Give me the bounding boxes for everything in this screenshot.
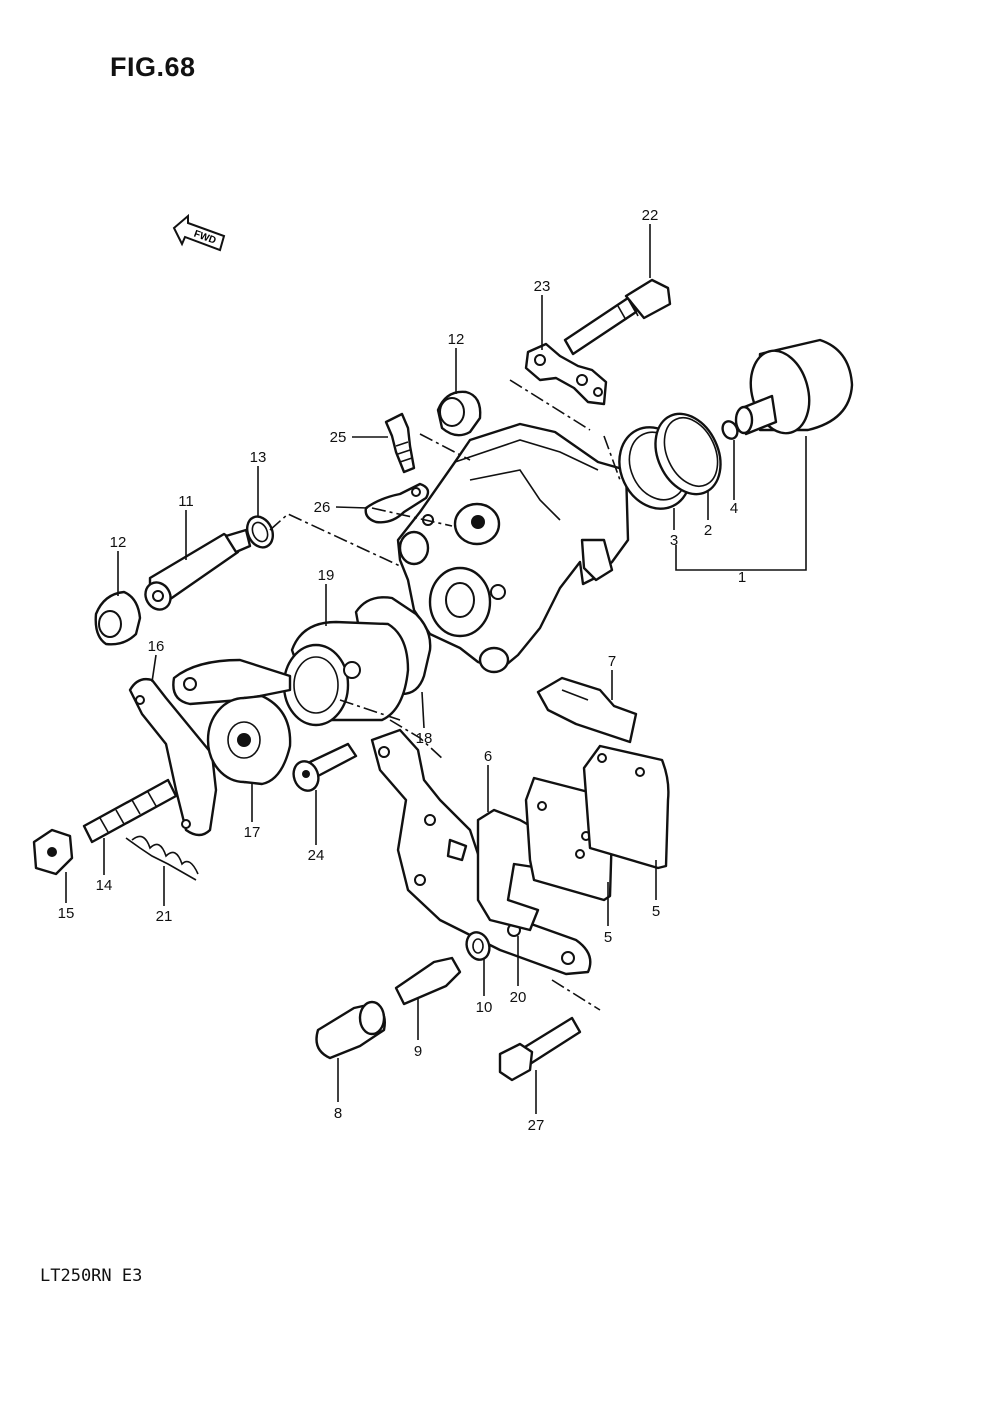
callout-6: 6 <box>484 748 492 765</box>
part-23-plate <box>524 342 608 406</box>
callout-10: 10 <box>476 999 493 1016</box>
callout-22: 22 <box>642 207 659 224</box>
part-15-nut <box>32 828 74 876</box>
callout-27: 27 <box>528 1117 545 1134</box>
callout-3: 3 <box>670 532 678 549</box>
part-21-spring <box>125 835 199 881</box>
callout-21: 21 <box>156 908 173 925</box>
callout-24: 24 <box>308 847 325 864</box>
callout-numbers: 22 23 12 25 26 13 11 12 19 16 3 2 4 1 7 … <box>58 207 747 1134</box>
callout-14: 14 <box>96 877 113 894</box>
part-24-bolt <box>292 742 358 792</box>
callout-26: 26 <box>314 499 331 516</box>
callout-23: 23 <box>534 278 551 295</box>
callout-11: 11 <box>178 493 194 510</box>
callout-19: 19 <box>318 567 335 584</box>
callout-7: 7 <box>608 653 616 670</box>
model-code: LT250RN E3 <box>40 1266 143 1286</box>
callout-2: 2 <box>704 522 712 539</box>
part-12-boot-lower <box>94 590 142 646</box>
part-27-bolt <box>498 1016 582 1082</box>
callout-5-inner: 5 <box>604 929 612 946</box>
part-8-bushing <box>315 1000 386 1060</box>
part-7-pad-spring <box>536 676 638 744</box>
part-11-pin <box>144 528 252 611</box>
leader-lines <box>65 224 807 1114</box>
part-16-lever <box>128 658 292 837</box>
part-14-adjuster-bolt <box>82 778 178 844</box>
callout-13: 13 <box>250 449 267 466</box>
part-22-guide-bolt <box>563 278 672 356</box>
caliper-body <box>396 422 630 674</box>
part-13-o-ring <box>245 515 275 549</box>
callout-20: 20 <box>510 989 527 1006</box>
part-17-roller <box>206 694 292 786</box>
callout-1: 1 <box>738 569 746 586</box>
part-1-piston <box>734 338 854 436</box>
callout-18: 18 <box>416 730 433 747</box>
part-20-bracket <box>370 728 592 976</box>
callout-4: 4 <box>730 500 738 517</box>
callout-16: 16 <box>148 638 165 655</box>
callout-15: 15 <box>58 905 75 922</box>
part-25-bleeder-valve <box>384 412 416 474</box>
part-26-bleeder-cap <box>364 482 430 524</box>
figure-title: FIG.68 <box>110 52 196 82</box>
callout-17: 17 <box>244 824 261 841</box>
callout-12-upper: 12 <box>448 331 465 348</box>
part-2-dust-seal <box>654 412 722 496</box>
part-12-boot-upper <box>436 390 482 437</box>
callout-5-outer: 5 <box>652 903 660 920</box>
part-10-washer <box>465 931 491 961</box>
callout-9: 9 <box>414 1043 422 1060</box>
part-19-cam-housing <box>282 620 410 727</box>
alignment-lines <box>269 379 621 1011</box>
part-5-brake-pad-outer <box>582 744 670 870</box>
fwd-arrow-icon: FWD <box>172 213 226 252</box>
callout-25: 25 <box>330 429 347 446</box>
callout-8: 8 <box>334 1105 342 1122</box>
part-9-bolt <box>394 956 462 1006</box>
callout-12-lower: 12 <box>110 534 127 551</box>
